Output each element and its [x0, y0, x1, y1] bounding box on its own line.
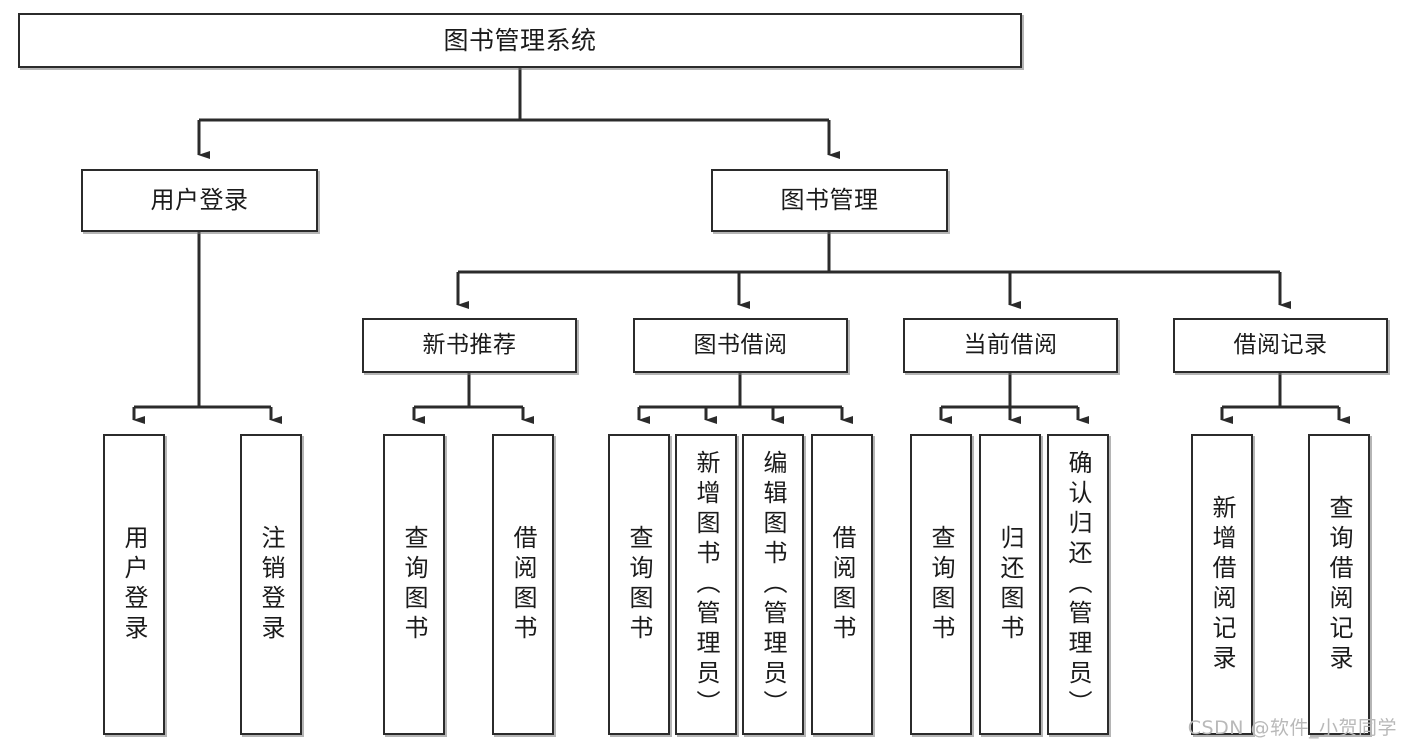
node-root-system[interactable]: 图书管理系统: [18, 13, 1022, 68]
node-leaf-current-borrow-confirm-return[interactable]: 确认归还（管理员）: [1047, 434, 1109, 735]
node-leaf-borrow-record-query[interactable]: 查询借阅记录: [1308, 434, 1370, 735]
node-leaf-label: 查询借阅记录: [1325, 494, 1353, 675]
node-current-borrow-label: 当前借阅: [963, 331, 1058, 358]
node-leaf-label: 编辑图书（管理员）: [759, 449, 787, 720]
node-book-borrow-label: 图书借阅: [693, 331, 788, 358]
node-leaf-label: 注销登录: [257, 524, 285, 645]
node-user-login[interactable]: 用户登录: [81, 169, 318, 232]
node-leaf-label: 查询图书: [927, 524, 955, 645]
csdn-watermark: CSDN @软件_小贺同学: [1187, 717, 1397, 739]
node-leaf-label: 新增借阅记录: [1208, 494, 1236, 675]
node-leaf-book-borrow-query[interactable]: 查询图书: [608, 434, 670, 735]
node-book-borrow[interactable]: 图书借阅: [633, 318, 848, 373]
node-leaf-user-login-signout[interactable]: 注销登录: [240, 434, 302, 735]
node-leaf-label: 借阅图书: [828, 524, 856, 645]
node-current-borrow[interactable]: 当前借阅: [903, 318, 1118, 373]
node-leaf-label: 查询图书: [625, 524, 653, 645]
node-new-book-recommend-label: 新书推荐: [422, 331, 517, 358]
node-book-management-label: 图书管理: [780, 186, 879, 215]
node-leaf-label: 用户登录: [120, 524, 148, 645]
node-leaf-book-borrow-lend[interactable]: 借阅图书: [811, 434, 873, 735]
node-leaf-user-login-signin[interactable]: 用户登录: [103, 434, 165, 735]
node-leaf-new-book-borrow[interactable]: 借阅图书: [492, 434, 554, 735]
node-borrow-record[interactable]: 借阅记录: [1173, 318, 1388, 373]
node-root-system-label: 图书管理系统: [443, 25, 597, 55]
node-leaf-label: 新增图书（管理员）: [692, 449, 720, 720]
node-leaf-borrow-record-add[interactable]: 新增借阅记录: [1191, 434, 1253, 735]
node-new-book-recommend[interactable]: 新书推荐: [362, 318, 577, 373]
node-leaf-label: 查询图书: [400, 524, 428, 645]
node-leaf-label: 借阅图书: [509, 524, 537, 645]
node-user-login-label: 用户登录: [150, 186, 249, 215]
node-leaf-label: 确认归还（管理员）: [1064, 449, 1092, 720]
node-leaf-book-borrow-add[interactable]: 新增图书（管理员）: [675, 434, 737, 735]
node-leaf-current-borrow-return[interactable]: 归还图书: [979, 434, 1041, 735]
node-leaf-book-borrow-edit[interactable]: 编辑图书（管理员）: [742, 434, 804, 735]
node-book-management[interactable]: 图书管理: [711, 169, 948, 232]
node-leaf-label: 归还图书: [996, 524, 1024, 645]
node-borrow-record-label: 借阅记录: [1233, 331, 1328, 358]
node-leaf-new-book-query[interactable]: 查询图书: [383, 434, 445, 735]
node-leaf-current-borrow-query[interactable]: 查询图书: [910, 434, 972, 735]
